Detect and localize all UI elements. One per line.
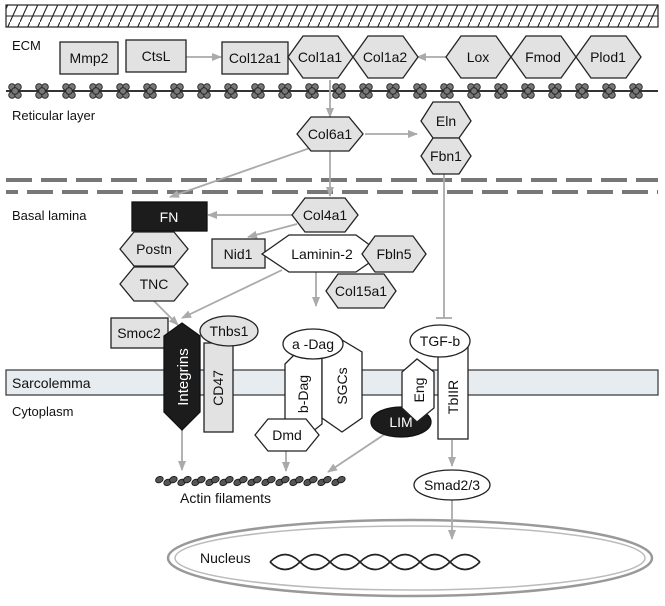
col1a2-label: Col1a2	[363, 49, 408, 65]
fbln5-node	[361, 235, 427, 273]
thbs1-label: Thbs1	[210, 323, 249, 339]
nid1-node	[211, 238, 266, 269]
adag-node	[282, 328, 344, 360]
laminin2-label: Laminin-2	[291, 246, 353, 262]
fbn1-node	[420, 137, 472, 175]
col4a1-label: Col4a1	[303, 207, 348, 223]
adag-label: a -Dag	[292, 336, 334, 352]
eng-label: Eng	[411, 378, 427, 403]
actin-filaments-label: Actin filaments	[180, 490, 271, 506]
dna-strand	[269, 553, 481, 571]
col15a1-node	[325, 273, 397, 309]
dmd-node	[254, 418, 320, 452]
arrows	[152, 53, 456, 540]
smad-node	[413, 469, 491, 501]
col4a1-node	[291, 197, 359, 233]
cd47-node	[203, 342, 234, 433]
mmp2-node	[59, 41, 119, 75]
col15a1-label: Col15a1	[335, 283, 387, 299]
cytoplasm-label: Cytoplasm	[12, 404, 73, 419]
plod1-node	[575, 35, 642, 79]
plod1-label: Plod1	[590, 49, 626, 65]
nucleus: Nucleus	[166, 518, 654, 598]
tgfb-label: TGF-b	[420, 333, 461, 349]
nucleus-label: Nucleus	[200, 550, 251, 566]
eln-label: Eln	[436, 113, 456, 129]
lox-label: Lox	[467, 49, 490, 65]
fmod-label: Fmod	[525, 49, 561, 65]
tnc-label: TNC	[140, 276, 169, 292]
mmp2-label: Mmp2	[70, 50, 109, 66]
fbn1-label: Fbn1	[430, 148, 462, 164]
ecm-band	[5, 4, 659, 28]
sarcolemma-label: Sarcolemma	[12, 375, 91, 391]
reticular-layer-label: Reticular layer	[12, 108, 96, 123]
postn-node	[119, 231, 189, 267]
basal-lamina-label: Basal lamina	[12, 208, 87, 223]
thbs1-node	[199, 315, 259, 347]
ctsl-node	[125, 39, 187, 73]
bdag-label: b-Dag	[295, 375, 311, 413]
ctsl-label: CtsL	[142, 48, 171, 64]
col12a1-node	[221, 41, 289, 75]
col1a1-label: Col1a1	[298, 49, 343, 65]
lim-label: LIM	[389, 414, 412, 430]
smoc2-node	[110, 317, 169, 349]
col6a1-label: Col6a1	[308, 126, 353, 142]
col1a2-node	[352, 35, 419, 79]
tgfb-node	[409, 324, 471, 358]
tbiir-node	[437, 346, 469, 440]
col6a1-node	[296, 116, 364, 152]
actin-filament	[155, 476, 346, 486]
fn-label: FN	[160, 209, 179, 225]
col12a1-label: Col12a1	[229, 50, 281, 66]
integrins-label: Integrins	[175, 348, 192, 406]
smad-label: Smad2/3	[424, 477, 480, 493]
reticular-fiber	[6, 83, 658, 99]
smoc2-label: Smoc2	[117, 325, 161, 341]
basal-lamina-lines	[6, 178, 658, 194]
fn-node	[131, 201, 208, 232]
sgcs-label: SGCs	[334, 367, 350, 404]
eng-node	[401, 358, 435, 423]
dmd-label: Dmd	[272, 427, 302, 443]
tbiir-label: TbIIR	[445, 380, 461, 414]
tnc-node	[119, 266, 189, 302]
ecm-label: ECM	[12, 38, 41, 53]
cd47-label: CD47	[210, 370, 226, 406]
fbln5-label: Fbln5	[376, 246, 411, 262]
postn-label: Postn	[136, 241, 172, 257]
nid1-label: Nid1	[224, 246, 253, 262]
integrins-node	[163, 322, 201, 431]
